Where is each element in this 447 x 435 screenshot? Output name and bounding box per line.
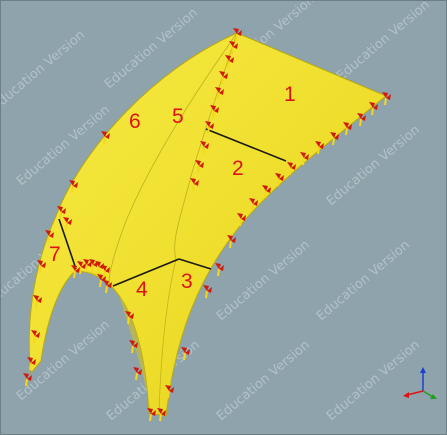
support-marker-icon[interactable] bbox=[89, 259, 98, 273]
watermark-text: Education Version bbox=[324, 123, 423, 209]
support-marker-icon[interactable] bbox=[129, 340, 138, 354]
watermark-text: Education Version bbox=[14, 318, 113, 404]
support-marker-icon[interactable] bbox=[210, 105, 219, 119]
support-marker-icon[interactable] bbox=[69, 180, 78, 194]
watermark-text: Education Version bbox=[214, 338, 313, 424]
watermark-text: Education Version bbox=[1, 28, 88, 114]
support-marker-icon[interactable] bbox=[330, 132, 339, 146]
region-label-2[interactable]: 2 bbox=[232, 157, 244, 180]
region-label-4[interactable]: 4 bbox=[136, 278, 148, 301]
support-marker-icon[interactable] bbox=[71, 265, 80, 279]
support-marker-icon[interactable] bbox=[77, 261, 86, 275]
support-marker-icon[interactable] bbox=[369, 102, 378, 116]
support-marker-icon[interactable] bbox=[95, 261, 104, 275]
boundary-line bbox=[178, 258, 212, 270]
support-marker-icon[interactable] bbox=[205, 121, 214, 135]
support-marker-icon[interactable] bbox=[165, 385, 174, 399]
mesh-seam bbox=[108, 32, 238, 287]
mesh-seam bbox=[158, 258, 177, 414]
support-marker-icon[interactable] bbox=[37, 260, 46, 274]
support-marker-icon[interactable] bbox=[147, 408, 156, 422]
support-marker-icon[interactable] bbox=[33, 295, 42, 309]
region-labels: 1 2 3 4 5 6 7 bbox=[49, 83, 296, 301]
support-marker-icon[interactable] bbox=[63, 217, 72, 231]
support-marker-icon[interactable] bbox=[237, 213, 246, 227]
support-marker-icon[interactable] bbox=[101, 131, 110, 145]
support-marker-icon[interactable] bbox=[249, 198, 258, 212]
support-marker-icon[interactable] bbox=[229, 41, 238, 55]
support-marker-icon[interactable] bbox=[315, 141, 324, 155]
watermark-text: Education Version bbox=[334, 1, 433, 84]
region-label-3[interactable]: 3 bbox=[181, 270, 193, 293]
support-marker-icon[interactable] bbox=[357, 113, 366, 127]
shell-outline[interactable] bbox=[28, 32, 387, 417]
region-label-6[interactable]: 6 bbox=[129, 110, 141, 133]
support-marker-icon[interactable] bbox=[23, 373, 32, 387]
support-marker-icon[interactable] bbox=[233, 28, 242, 42]
arch-opening-shade bbox=[73, 271, 151, 413]
support-marker-icon[interactable] bbox=[190, 178, 199, 192]
support-marker-icon[interactable] bbox=[200, 141, 209, 155]
support-marker-icon[interactable] bbox=[262, 185, 271, 199]
support-marker-icon[interactable] bbox=[27, 357, 36, 371]
support-marker-icon[interactable] bbox=[195, 160, 204, 174]
support-marker-icon[interactable] bbox=[133, 367, 142, 381]
region-label-1[interactable]: 1 bbox=[284, 83, 296, 106]
boundary-line bbox=[112, 258, 180, 287]
support-marker-icon[interactable] bbox=[157, 408, 166, 422]
region-label-5[interactable]: 5 bbox=[172, 105, 184, 128]
support-marker-icon[interactable] bbox=[83, 259, 92, 273]
support-marker-icon[interactable] bbox=[125, 311, 134, 325]
support-marker-icon[interactable] bbox=[227, 235, 236, 249]
support-marker-icon[interactable] bbox=[215, 263, 224, 277]
boundary-line bbox=[205, 128, 287, 162]
support-marker-icon[interactable] bbox=[203, 285, 212, 299]
watermark-text: Education Version bbox=[314, 238, 413, 324]
support-marker-icon[interactable] bbox=[287, 162, 296, 176]
watermark-text: Education Version bbox=[214, 238, 313, 324]
support-markers[interactable] bbox=[23, 28, 391, 422]
support-marker-icon[interactable] bbox=[300, 152, 309, 166]
support-marker-icon[interactable] bbox=[181, 347, 190, 361]
support-marker-icon[interactable] bbox=[343, 122, 352, 136]
support-marker-icon[interactable] bbox=[215, 87, 224, 101]
region-label-7[interactable]: 7 bbox=[49, 243, 61, 266]
support-marker-icon[interactable] bbox=[382, 92, 391, 106]
xyz-axis-triad-icon bbox=[403, 367, 437, 399]
support-marker-icon[interactable] bbox=[275, 173, 284, 187]
support-marker-icon[interactable] bbox=[31, 330, 40, 344]
mesh-seam bbox=[174, 32, 238, 260]
support-marker-icon[interactable] bbox=[97, 274, 106, 288]
support-marker-icon[interactable] bbox=[225, 55, 234, 69]
support-marker-icon[interactable] bbox=[45, 230, 54, 244]
support-marker-icon[interactable] bbox=[219, 71, 228, 85]
region-boundaries bbox=[58, 128, 287, 287]
boundary-line bbox=[58, 218, 77, 270]
watermark-text: Education Version bbox=[324, 338, 423, 424]
shell-surface[interactable] bbox=[28, 32, 387, 417]
support-marker-icon[interactable] bbox=[57, 206, 66, 220]
